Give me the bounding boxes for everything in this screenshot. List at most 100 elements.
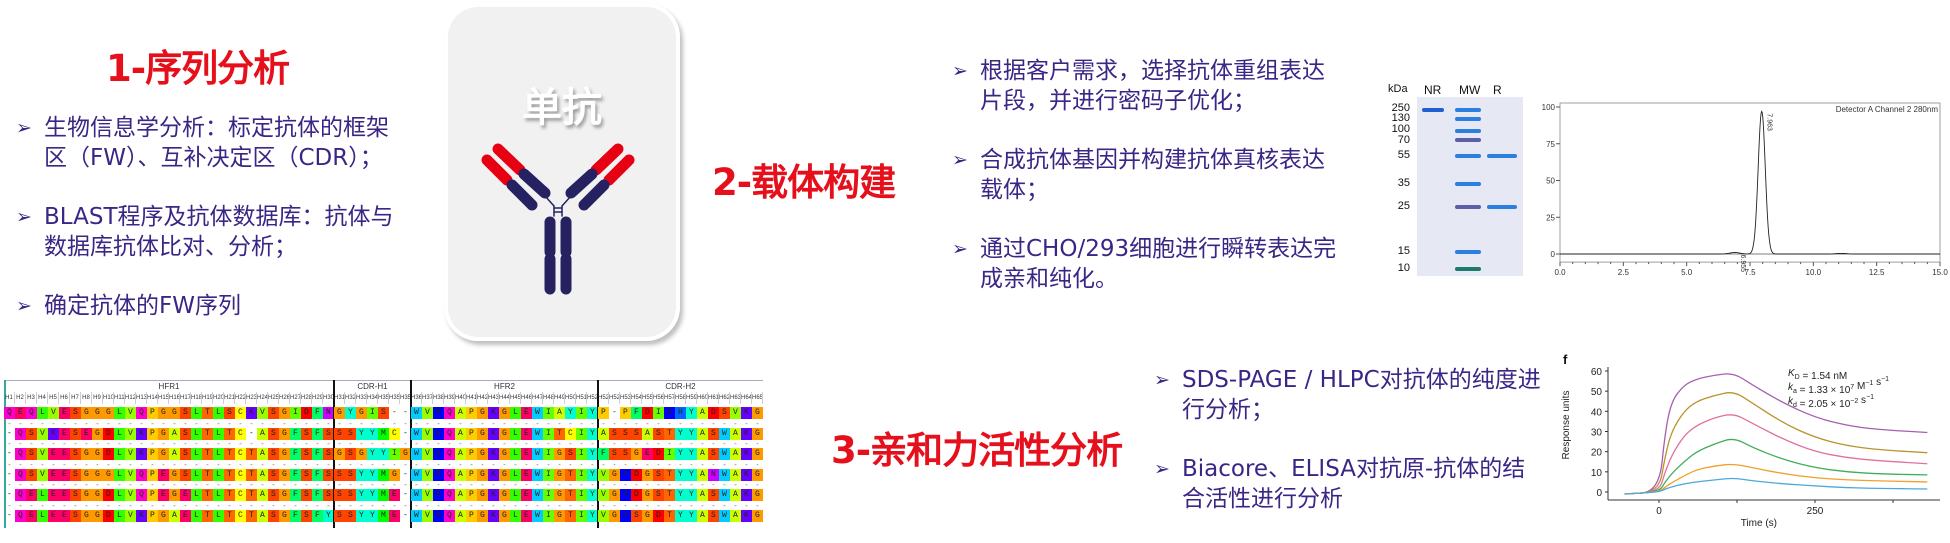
residue-cell: [631, 448, 642, 460]
residue-cell: [158, 489, 169, 501]
residue-cell: [301, 427, 312, 440]
residue-cell: [510, 489, 521, 501]
residue-cell: [488, 489, 499, 501]
residue-cell: [125, 407, 136, 419]
residue-cell: [466, 427, 477, 440]
gap-marker: -: [261, 500, 264, 510]
residue-cell: [334, 509, 345, 522]
residue-cell: [224, 509, 235, 522]
residue-cell: [444, 448, 455, 460]
position-label: H38: [433, 392, 444, 404]
residue-cell: [114, 407, 125, 419]
gap-marker: -: [580, 480, 583, 489]
residue-cell: [257, 407, 268, 419]
residue-cell: [312, 427, 323, 440]
gap-marker: -: [129, 500, 132, 510]
position-label: H53: [620, 392, 631, 404]
gap-marker: -: [723, 439, 726, 448]
gap-marker: -: [206, 500, 209, 510]
residue-cell: [224, 468, 235, 481]
sequence-segment: WVRQAPGKGLEWIGTIY: [414, 510, 602, 520]
sequence-segment: -QSVEESGGDLVKPGASLTLTCTASGFSFS: [7, 449, 338, 458]
position-label: H16: [169, 392, 180, 404]
residue-cell: [389, 468, 400, 481]
position-label: H31: [334, 392, 345, 404]
residue-cell: [246, 509, 257, 522]
residue-cell: [697, 489, 708, 501]
bullet-text: BLAST程序及抗体数据库：抗体与: [44, 204, 394, 230]
gap-marker: -: [261, 439, 264, 448]
residue-cell: [235, 427, 246, 440]
chromatogram-trace: [1560, 110, 1940, 255]
position-label: H18: [191, 392, 202, 404]
gap-marker: -: [140, 480, 143, 489]
gap-marker: -: [459, 439, 462, 448]
residue-cell: [224, 448, 235, 460]
gap-marker: -: [129, 480, 132, 489]
residue-cell: [268, 427, 279, 440]
gap-marker: -: [173, 459, 176, 469]
gap-marker: -: [8, 459, 11, 469]
residue-cell: [235, 407, 246, 419]
gap-marker: -: [107, 459, 110, 469]
residue-cell: [554, 407, 565, 419]
bullet-text: 生物信息学分析：标定抗体的框架: [44, 115, 389, 141]
residue-cell: [411, 407, 422, 419]
gap-marker: -: [492, 500, 495, 510]
residue-cell: [59, 468, 70, 481]
position-label: H42: [477, 392, 488, 404]
position-label: H52b: [609, 392, 620, 404]
position-label: H11: [114, 392, 125, 404]
residue-cell: [565, 427, 576, 440]
residue-cell: [708, 407, 719, 419]
residue-cell: [70, 427, 81, 440]
section2-bullets: ➢根据客户需求，选择抗体重组表达片段，并进行密码子优化；➢合成抗体基因并构建抗体…: [952, 56, 1336, 323]
residue-cell: [180, 509, 191, 522]
residue-cell: [158, 407, 169, 419]
residue-cell: [257, 509, 268, 522]
residue-cell: [730, 448, 741, 460]
residue-cell: [356, 448, 367, 460]
residue-cell: [15, 407, 26, 419]
residue-cell: [103, 448, 114, 460]
gap-marker: -: [151, 418, 154, 428]
gap-marker: -: [305, 500, 308, 510]
residue-cell: [444, 468, 455, 481]
gap-marker: -: [107, 439, 110, 448]
gap-marker: -: [547, 480, 550, 489]
residue-cell: [510, 407, 521, 419]
x-tick-label: 12.5: [1869, 268, 1885, 277]
sensorgram-curve: [1624, 463, 1928, 495]
residue-cell: [356, 489, 367, 501]
section2-title: 2-载体构建: [712, 161, 896, 204]
residue-cell: [202, 407, 213, 419]
residue-cell: [455, 509, 466, 522]
residue-cell: [565, 448, 576, 460]
residue-cell: [301, 448, 312, 460]
gap-marker: -: [327, 418, 330, 428]
gap-marker: -: [602, 459, 605, 469]
residue-cell: [554, 489, 565, 501]
residue-cell: [92, 427, 103, 440]
gel-marker-label: 250: [1391, 102, 1410, 114]
residue-cell: [510, 448, 521, 460]
sensorgram-curve: [1624, 477, 1928, 495]
gap-marker: -: [184, 480, 187, 489]
bullet-arrow-icon: ➢: [16, 117, 32, 139]
gap-marker: -: [239, 418, 242, 428]
residue-cell: [202, 489, 213, 501]
gap-marker: -: [96, 439, 99, 448]
residue-cell: [323, 468, 334, 481]
residue-cell: [609, 448, 620, 460]
position-label: H46: [521, 392, 532, 404]
residue-cell: [312, 489, 323, 501]
residue-cell: [334, 427, 345, 440]
residue-cell: [477, 427, 488, 440]
gap-marker: -: [52, 459, 55, 469]
y-tick-label: 50: [1591, 387, 1603, 398]
gap-marker: -: [19, 480, 22, 489]
position-label: H45: [510, 392, 521, 404]
residue-cell: [213, 489, 224, 501]
peak-label: 7.963: [1766, 113, 1773, 131]
residue-cell: [653, 489, 664, 501]
